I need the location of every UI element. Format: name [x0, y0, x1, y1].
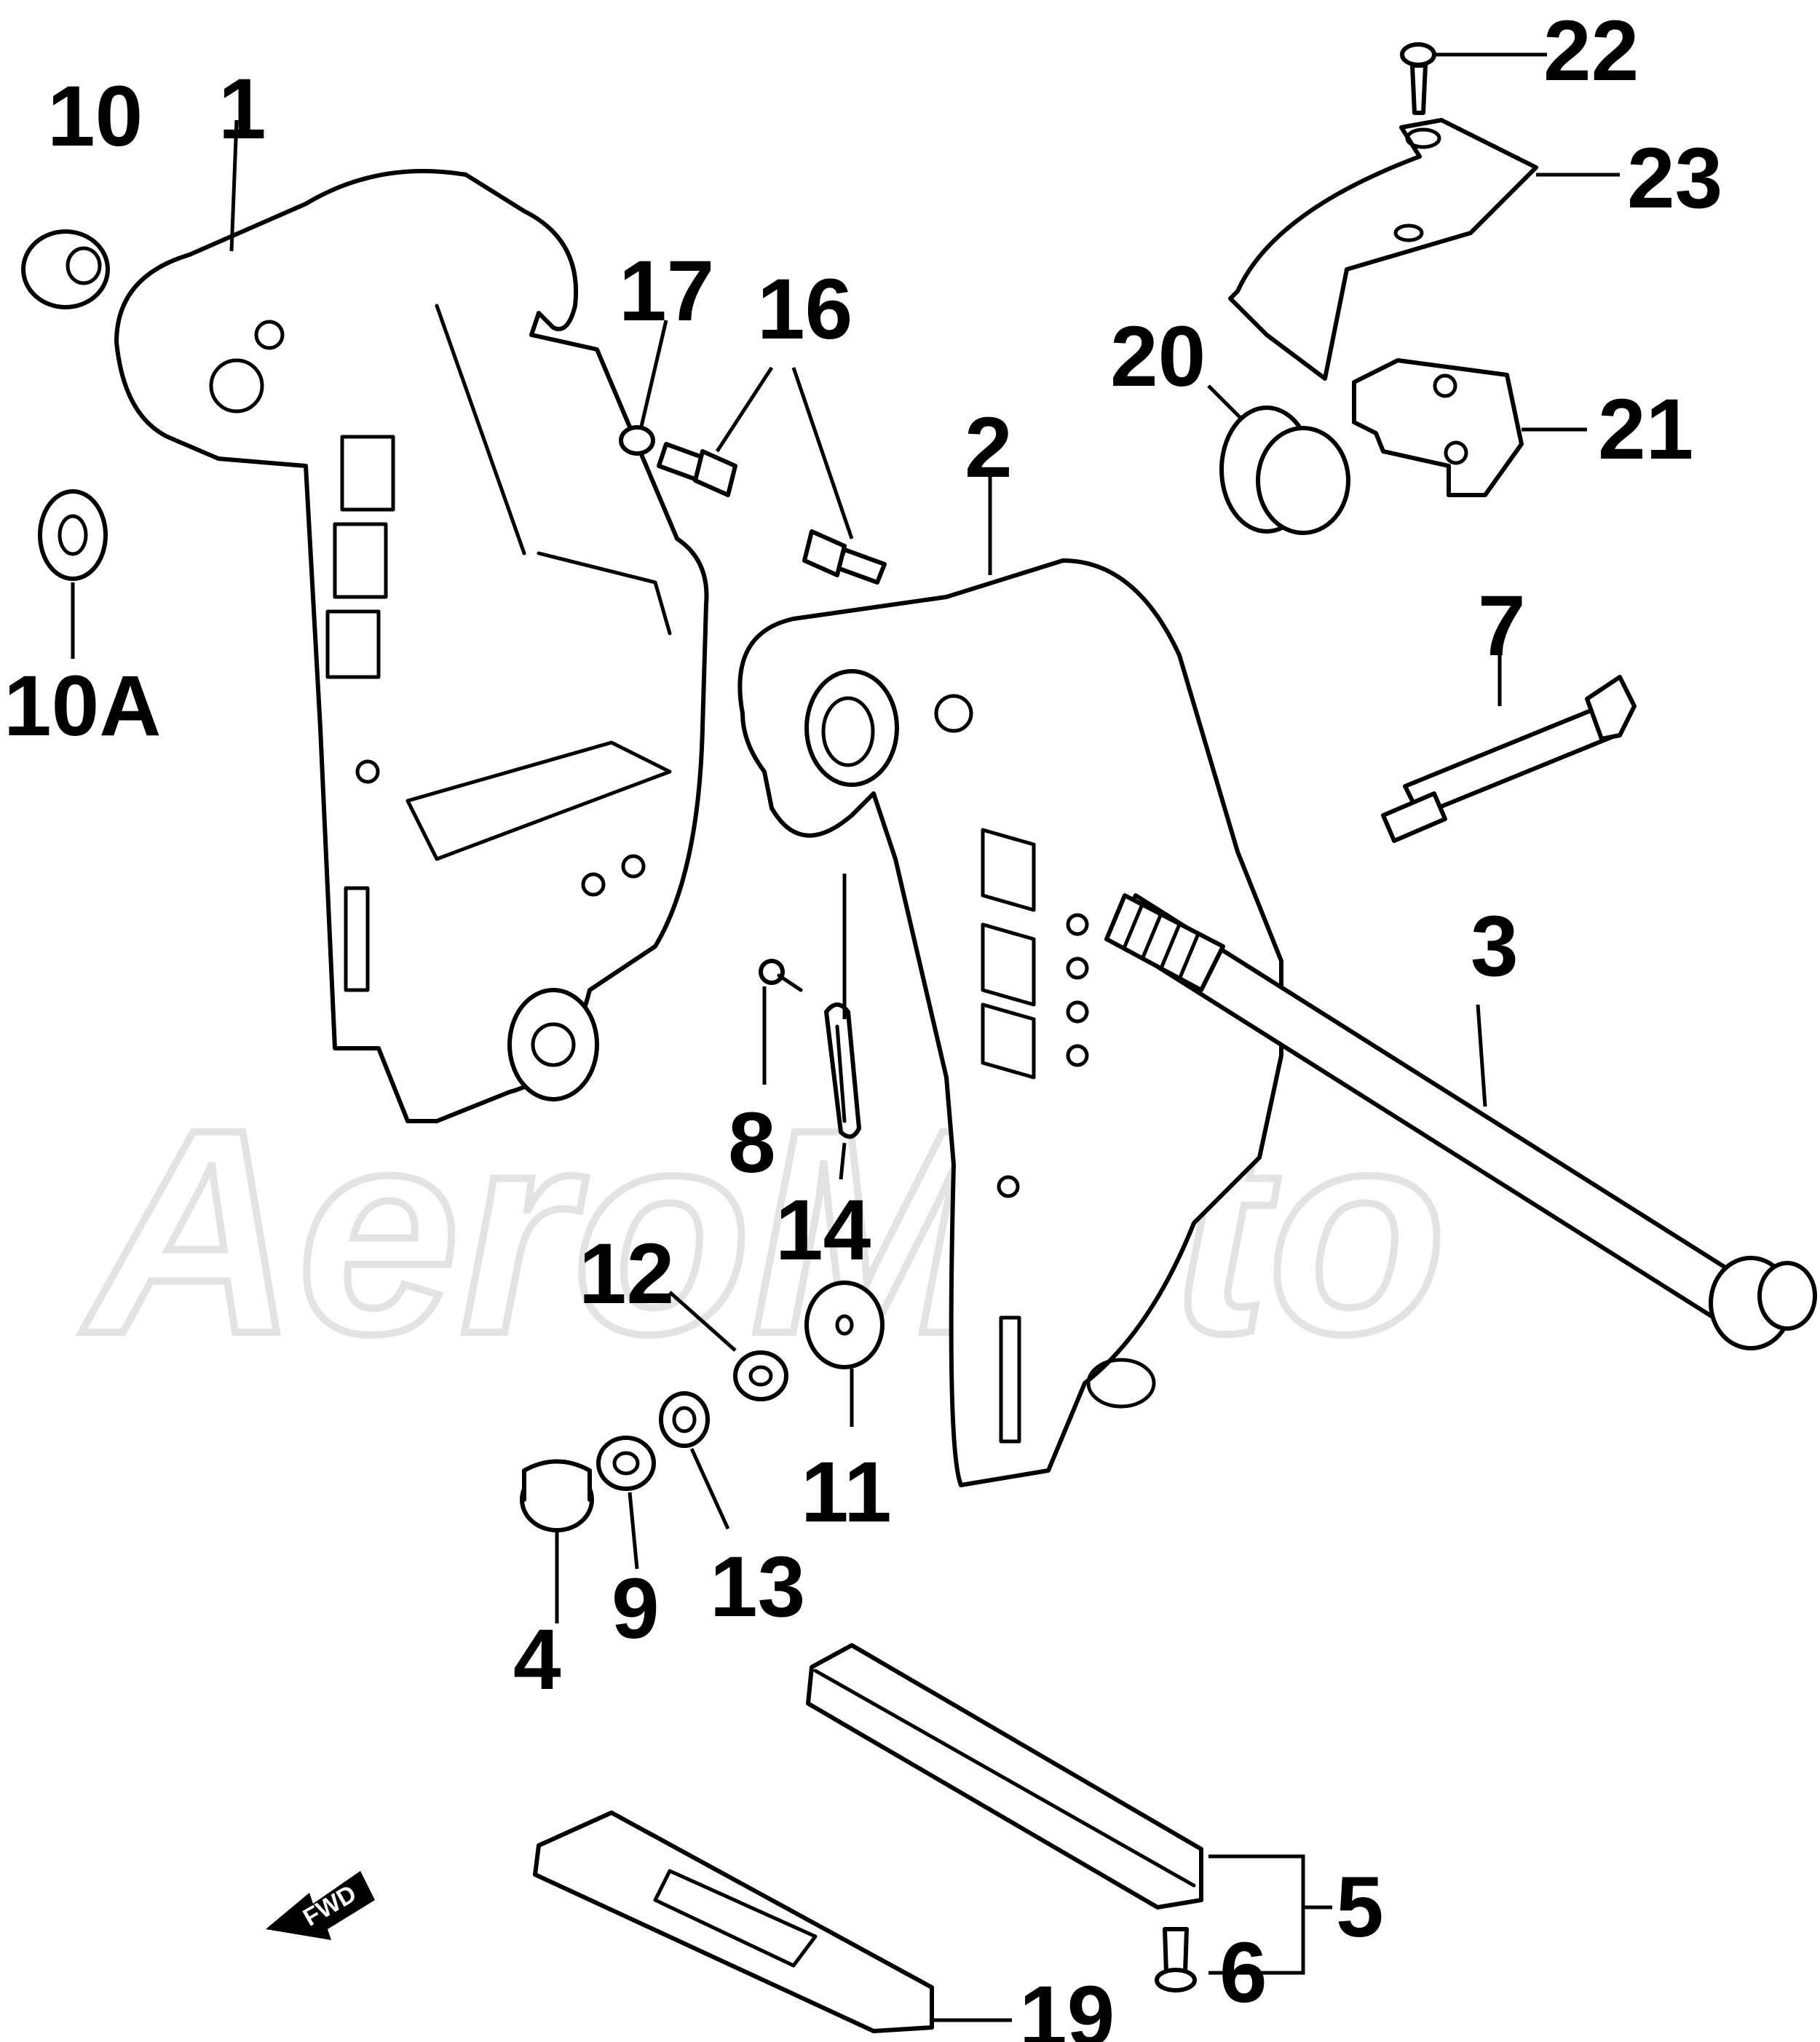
callout-11: 11: [801, 1444, 892, 1540]
callout-4: 4: [513, 1612, 561, 1708]
callout-7: 7: [1478, 578, 1526, 674]
callout-16: 16: [757, 261, 852, 357]
callout-12: 12: [579, 1226, 674, 1322]
part-1-clamp-bracket[interactable]: [114, 169, 709, 1123]
part-17-washer[interactable]: [619, 425, 655, 456]
callout-22: 22: [1543, 3, 1639, 99]
part-7-bolt[interactable]: [1381, 675, 1637, 843]
callout-23: 23: [1627, 130, 1722, 226]
part-6-screw[interactable]: [1155, 1927, 1197, 1992]
callout-17: 17: [619, 243, 714, 339]
part-10a-washer[interactable]: [38, 489, 108, 581]
callout-10a: 10A: [4, 658, 161, 754]
leader-lines: [71, 52, 1620, 2022]
callout-13: 13: [710, 1539, 805, 1635]
callout-1: 1: [218, 61, 266, 157]
part-11-washer[interactable]: [804, 1281, 885, 1369]
part-19-plate[interactable]: [533, 1811, 934, 2033]
part-3-clamp-shaft[interactable]: [1104, 893, 1817, 1350]
part-4-collar[interactable]: [520, 1459, 594, 1532]
part-14-pin[interactable]: [824, 1002, 861, 1139]
part-13-washer[interactable]: [659, 1391, 710, 1448]
part-2-clamp-bracket[interactable]: [737, 558, 1283, 1487]
callout-2: 2: [965, 400, 1013, 496]
part-9-nut[interactable]: [596, 1436, 656, 1491]
part-20-cap[interactable]: [1219, 405, 1350, 535]
callout-9: 9: [612, 1561, 660, 1657]
callout-6: 6: [1219, 1925, 1267, 2021]
callout-5: 5: [1336, 1859, 1384, 1955]
part-12-washer[interactable]: [733, 1350, 788, 1401]
callout-14: 14: [775, 1182, 871, 1278]
part-22-screw[interactable]: [1400, 42, 1436, 115]
callout-10: 10: [47, 68, 143, 165]
callout-21: 21: [1598, 381, 1693, 478]
part-10-bush[interactable]: [21, 229, 110, 309]
callout-labels: 1 2 3 4 5 6 7 8 9 10 10A 11 12 13 14 16 …: [4, 3, 1722, 2042]
part-23-cover[interactable]: [1228, 118, 1538, 381]
callout-19: 19: [1019, 1968, 1115, 2042]
fwd-arrow-icon: FWD: [266, 1871, 375, 1940]
callout-3: 3: [1471, 898, 1519, 994]
part-5-plate[interactable]: [806, 1643, 1203, 1910]
callout-8: 8: [728, 1095, 776, 1191]
part-21-block[interactable]: [1352, 358, 1524, 497]
callout-20: 20: [1110, 309, 1206, 405]
part-8-screw[interactable]: [759, 959, 803, 992]
part-16-bolts[interactable]: [657, 442, 887, 585]
